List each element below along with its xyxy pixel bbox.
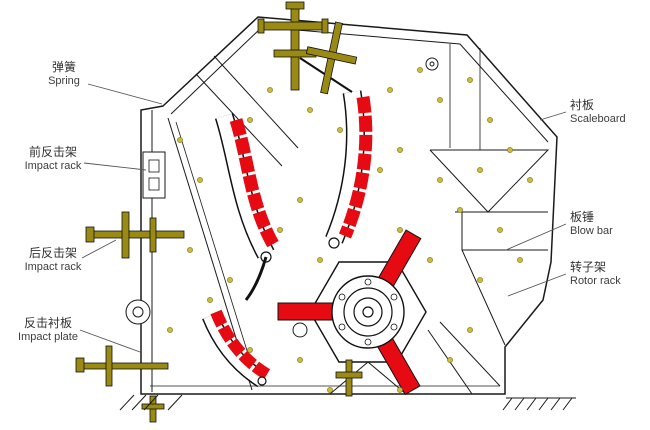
label-spring-zh: 弹簧 [51,60,76,74]
label-blow-bar: 板锤 Blow bar [570,210,648,239]
label-rear-impact-rack-zh: 后反击架 [28,246,77,260]
label-rotor-rack: 转子架 Rotor rack [570,260,648,289]
impact-rack-rear [299,57,373,249]
ground-hatching [119,394,576,411]
label-front-impact-rack-en: Impact rack [24,160,82,172]
label-spring: 弹簧 Spring [32,60,96,89]
top-bolt-rod [290,5,300,91]
housing-details [125,57,439,338]
label-rear-impact-rack: 后反击架 Impact rack [10,246,96,275]
label-impact-plate-en: Impact plate [18,331,78,343]
label-rotor-rack-en: Rotor rack [570,275,621,287]
impact-plate-lower [202,309,272,388]
label-impact-plate: 反击衬板 Impact plate [2,316,94,345]
bolt-dots [167,67,533,393]
label-scaleboard-zh: 衬板 [570,98,595,112]
label-impact-plate-zh: 反击衬板 [23,316,72,330]
label-rotor-rack-zh: 转子架 [570,260,607,274]
label-spring-en: Spring [48,75,80,87]
leader-lines [79,83,567,353]
impact-rack-front [214,113,280,301]
label-front-impact-rack: 前反击架 Impact rack [10,145,96,174]
rotor-blow-bars [277,229,422,396]
bolt-assemblies [75,1,363,423]
left-lower-bolt [75,345,169,387]
left-mid-bolt [85,211,185,259]
label-blow-bar-zh: 板锤 [570,210,595,224]
rotor [277,229,427,396]
label-blow-bar-en: Blow bar [570,225,613,237]
label-scaleboard-en: Scaleboard [570,113,626,125]
label-rear-impact-rack-en: Impact rack [24,261,82,273]
rotor-bolt-circles [338,278,398,346]
top-bolt-secondary [305,21,358,95]
label-front-impact-rack-zh: 前反击架 [28,145,77,159]
label-scaleboard: 衬板 Scaleboard [570,98,648,127]
